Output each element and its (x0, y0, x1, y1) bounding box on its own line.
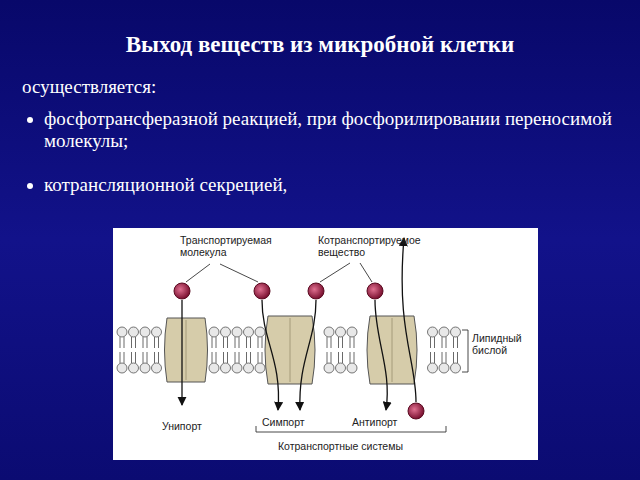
bullet-text: фосфотрансферазной реакцией, при фосфори… (44, 108, 634, 152)
transport-arrows (182, 238, 416, 410)
bullet-text: котрансляционной секрецией, (44, 174, 634, 196)
leader-lines (186, 263, 468, 432)
figure-label: Транспортируемая молекула (180, 234, 290, 258)
figure-label: Унипорт (162, 420, 232, 432)
intro-text: осуществляется: (22, 76, 422, 98)
channel-proteins (165, 316, 418, 384)
molecules (174, 283, 424, 419)
figure-label: Котранспортные системы (278, 440, 438, 452)
slide-title: Выход веществ из микробной клетки (20, 32, 620, 58)
figure-label: Липидный бислой (472, 332, 534, 356)
figure-panel (113, 228, 538, 460)
figure-label: Симпорт (262, 416, 332, 428)
bullet (27, 183, 33, 189)
bullet (27, 117, 33, 123)
figure-label: Антипорт (352, 416, 422, 428)
figure-label: Котранспортируемое вещество (318, 234, 458, 258)
